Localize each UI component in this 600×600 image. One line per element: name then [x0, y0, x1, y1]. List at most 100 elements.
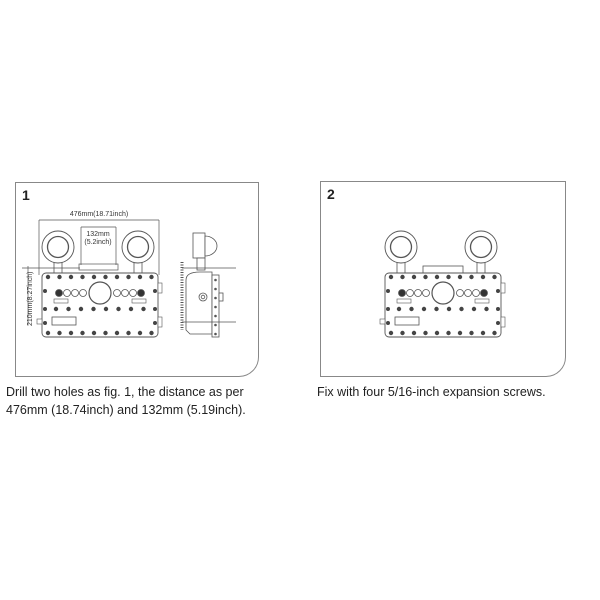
bolt [45, 330, 51, 336]
bolt [388, 274, 394, 280]
bolt [91, 306, 96, 312]
bolt [153, 289, 157, 293]
bolt [214, 323, 217, 327]
indicator-light [422, 289, 430, 297]
bolt [388, 330, 394, 336]
indicator-light [113, 289, 121, 297]
indicator-light [480, 289, 488, 297]
indicator-light [137, 289, 145, 297]
figure-2-caption: Fix with four 5/16-inch expansion screws… [317, 383, 597, 401]
figure-number: 2 [327, 186, 335, 202]
bolt [400, 330, 405, 336]
caption-line: Fix with four 5/16-inch expansion screws… [317, 385, 546, 399]
hole-spacing-inch: (5.2inch) [84, 239, 111, 246]
fixture-front-view-2 [379, 230, 506, 338]
bolt [457, 330, 463, 336]
label-plate [474, 298, 490, 304]
bolt [409, 306, 414, 312]
cable-gland [500, 316, 506, 328]
label-plate [53, 298, 69, 304]
bolt [400, 274, 405, 280]
bolt [459, 306, 464, 312]
bolt [421, 306, 427, 312]
bolt [126, 274, 131, 280]
bolt [103, 330, 108, 336]
figure-1-panel: 1 [15, 182, 259, 377]
bolt [137, 330, 143, 336]
bolt [43, 289, 47, 293]
bolt [434, 274, 440, 280]
bolt [116, 306, 121, 312]
indicator-light [406, 289, 414, 297]
bolt [114, 330, 120, 336]
bolt [434, 306, 439, 312]
figure-1-caption: Drill two holes as fig. 1, the distance … [6, 383, 306, 419]
bolt [480, 274, 486, 280]
bolt [68, 274, 74, 280]
center-lamp [88, 281, 112, 305]
figure-2-panel: 2 [320, 181, 566, 377]
lamp-lens [126, 235, 150, 259]
bolt [496, 289, 500, 293]
bolt [214, 305, 217, 309]
bolt [153, 321, 157, 325]
bolt [386, 289, 390, 293]
bolt [137, 274, 143, 280]
bolt [214, 314, 217, 318]
caption-line: Drill two holes as fig. 1, the distance … [6, 385, 244, 399]
bolt [114, 274, 120, 280]
cable-gland [157, 282, 163, 294]
indicator-light [456, 289, 464, 297]
label-plate [396, 298, 412, 304]
bolt [396, 306, 402, 312]
bolt [45, 274, 51, 280]
indicator-light [464, 289, 472, 297]
indicator-light [121, 289, 129, 297]
bolt [126, 330, 131, 336]
bolt [149, 274, 154, 280]
nameplate [394, 316, 420, 326]
width-dimension [38, 219, 160, 275]
bolt [68, 330, 74, 336]
bolt [141, 306, 146, 312]
bolt [457, 274, 463, 280]
bolt [43, 307, 47, 311]
fixture-front-view-1 [36, 230, 163, 338]
bolt [53, 306, 59, 312]
bolt [480, 330, 486, 336]
height-label: 210mm(8.27inch) [27, 272, 34, 326]
side-view-bolts [214, 278, 217, 336]
bolt [43, 321, 47, 325]
bolt [214, 287, 217, 291]
fixture-side-view [180, 232, 236, 338]
bolt [434, 330, 440, 336]
bolt [423, 330, 428, 336]
bolt [103, 306, 109, 312]
caption-line: 476mm (18.74inch) and 132mm (5.19inch). [6, 403, 246, 417]
indicator-light [71, 289, 79, 297]
indicator-light [63, 289, 71, 297]
bolt [149, 330, 154, 336]
hole-spacing-dimension [22, 226, 119, 271]
bolt [57, 274, 62, 280]
bolt [80, 274, 85, 280]
bolt [423, 274, 428, 280]
mounting-bracket [422, 265, 464, 274]
bolt [446, 274, 451, 280]
bolt [78, 306, 84, 312]
bolt [469, 274, 474, 280]
bolt [469, 330, 474, 336]
bolt [214, 278, 217, 282]
lamp-lens [389, 235, 413, 259]
lamp-lens [46, 235, 70, 259]
bolt [492, 274, 497, 280]
bolt [492, 330, 497, 336]
bolt [484, 306, 489, 312]
bolt [57, 330, 62, 336]
label-plate [131, 298, 147, 304]
bolt [91, 274, 97, 280]
indicator-light [398, 289, 406, 297]
bolt [496, 307, 500, 311]
indicator-light [472, 289, 480, 297]
